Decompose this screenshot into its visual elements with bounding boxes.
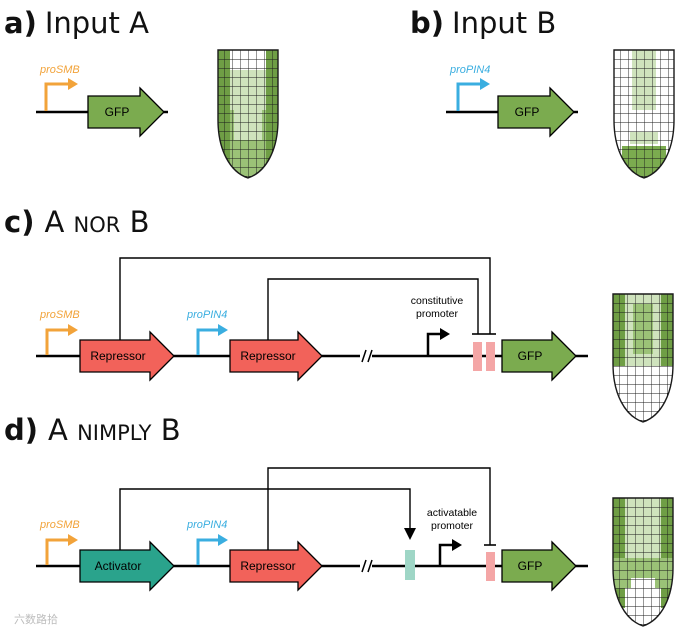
promoter-label-pin4: proPIN4 — [186, 519, 227, 531]
activation-arrowhead — [404, 528, 416, 540]
promoter-arrow-smb — [45, 538, 70, 565]
dna-break-mark — [361, 559, 373, 573]
panel-d-title-a: A — [48, 413, 77, 447]
activation-line — [119, 488, 411, 550]
promoter-arrow-pin4 — [196, 538, 220, 565]
repressor-gene-1-label: Repressor — [90, 349, 145, 363]
panel-c-title-b: B — [120, 205, 149, 239]
gfp-gene — [501, 540, 577, 592]
promoter-label-smb: proSMB — [39, 309, 80, 321]
root-image-d — [612, 497, 674, 627]
panel-d-title-op: NIMPLY — [77, 421, 152, 445]
panel-d-title-b: B — [152, 413, 181, 447]
activatable-promoter-arrow — [438, 543, 454, 565]
panel-b-title-text: Input B — [452, 6, 556, 40]
repression-line-1 — [119, 257, 491, 340]
constitutive-label-line1: constitutive — [411, 295, 464, 307]
repressor-gene-1 — [79, 330, 175, 382]
promoter-arrowhead-pin4 — [218, 324, 228, 336]
panel-c-title-op: NOR — [74, 213, 121, 237]
promoter-arrowhead-smb — [68, 534, 78, 546]
promoter-arrow-smb — [44, 82, 70, 111]
promoter-label-pin4: proPIN4 — [449, 64, 490, 76]
panel-a-title: a)Input A — [4, 6, 149, 40]
repressor-gene-label: Repressor — [240, 559, 295, 573]
panel-c-title: c) A NOR B — [4, 205, 149, 239]
operator-site-1 — [473, 342, 482, 371]
activatable-label-line2: promoter — [431, 520, 474, 532]
operator-site — [486, 552, 495, 581]
promoter-arrowhead-smb — [68, 78, 78, 90]
panel-b-letter: b) — [410, 6, 444, 40]
panel-b-title: b)Input B — [410, 6, 556, 40]
panel-c-letter: c) — [4, 205, 34, 239]
promoter-arrow-smb — [45, 328, 70, 355]
gfp-gene — [87, 86, 165, 138]
constitutive-promoter-arrow — [426, 332, 442, 355]
promoter-arrow-pin4 — [456, 82, 482, 111]
panel-d-letter: d) — [4, 413, 38, 447]
watermark-text: 六数路拾 — [14, 612, 58, 626]
panel-a: a)Input A proSMB GFP — [4, 6, 279, 179]
root-image-a — [217, 49, 279, 179]
panel-a-title-text: Input A — [45, 6, 149, 40]
panel-d-title: d) A NIMPLY B — [4, 413, 181, 447]
repression-line — [267, 467, 491, 550]
operator-site-2 — [486, 342, 495, 371]
activatable-label-line1: activatable — [427, 507, 477, 519]
root-image-c — [612, 293, 674, 423]
panel-a-letter: a) — [4, 6, 37, 40]
promoter-arrowhead-pin4 — [480, 78, 490, 90]
promoter-label-pin4: proPIN4 — [186, 309, 227, 321]
panel-c: c) A NOR B proSMB Repressor proPIN4 Repre… — [4, 205, 674, 423]
gfp-gene — [497, 86, 575, 138]
dna-break-mark — [361, 349, 373, 363]
panel-c-title-a: A — [44, 205, 73, 239]
promoter-arrowhead-smb — [68, 324, 78, 336]
gfp-gene — [501, 330, 577, 382]
activator-binding-site — [405, 550, 415, 580]
promoter-arrowhead-pin4 — [218, 534, 228, 546]
gfp-gene-label: GFP — [518, 559, 543, 573]
constitutive-promoter-arrowhead — [440, 328, 450, 340]
constitutive-label-line2: promoter — [416, 308, 459, 320]
root-image-b — [613, 49, 675, 179]
activatable-promoter-arrowhead — [452, 539, 462, 551]
activator-gene-label: Activator — [95, 559, 142, 573]
gfp-gene-label: GFP — [515, 105, 540, 119]
promoter-label-smb: proSMB — [39, 519, 80, 531]
promoter-label-smb: proSMB — [39, 64, 80, 76]
panel-b: b)Input B proPIN4 GFP — [410, 6, 675, 179]
repressor-gene-2 — [229, 330, 323, 382]
repressor-gene — [229, 540, 323, 592]
gfp-gene-label: GFP — [105, 105, 130, 119]
activator-gene — [79, 540, 175, 592]
promoter-arrow-pin4 — [196, 328, 220, 355]
panel-d: d) A NIMPLY B proSMB Activator proPIN4 Re… — [4, 413, 674, 627]
repressor-gene-2-label: Repressor — [240, 349, 295, 363]
gfp-gene-label: GFP — [518, 349, 543, 363]
repression-line-2 — [267, 278, 479, 340]
